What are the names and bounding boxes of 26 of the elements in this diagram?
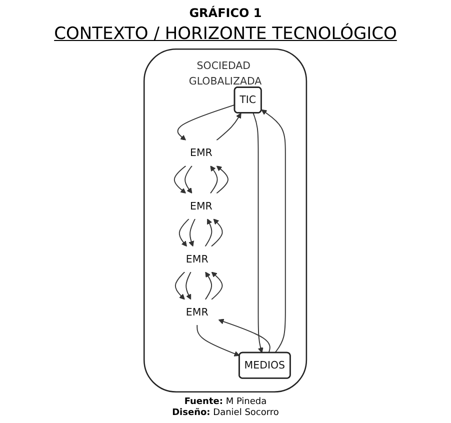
arrow [216, 112, 242, 141]
node-text: EMR [190, 146, 213, 159]
arrow [261, 109, 286, 354]
credit-line: Fuente: M Pineda [183, 397, 268, 408]
arrow [178, 104, 236, 140]
arrow [210, 166, 218, 194]
arrow [216, 166, 229, 194]
arrow [196, 324, 240, 356]
arrow [186, 272, 192, 300]
node-text: EMR [190, 200, 213, 212]
diagram-title: CONTEXTO / HORIZONTE TECNOLÓGICO [54, 24, 397, 44]
arrow [211, 272, 223, 300]
arrow [175, 272, 186, 300]
arrow [218, 318, 271, 354]
arrow [205, 272, 212, 300]
node-text: EMR [186, 306, 209, 318]
arrow [188, 218, 196, 247]
arrow [179, 218, 190, 247]
arrow [211, 218, 224, 247]
node-text: EMR [186, 252, 209, 265]
figure-number: GRÁFICO 1 [188, 6, 263, 20]
arrow [252, 112, 264, 354]
credit-line: Diseño: Daniel Socorro [172, 408, 279, 419]
arrow [205, 218, 212, 247]
arrow [174, 165, 186, 194]
arrow [184, 165, 193, 194]
